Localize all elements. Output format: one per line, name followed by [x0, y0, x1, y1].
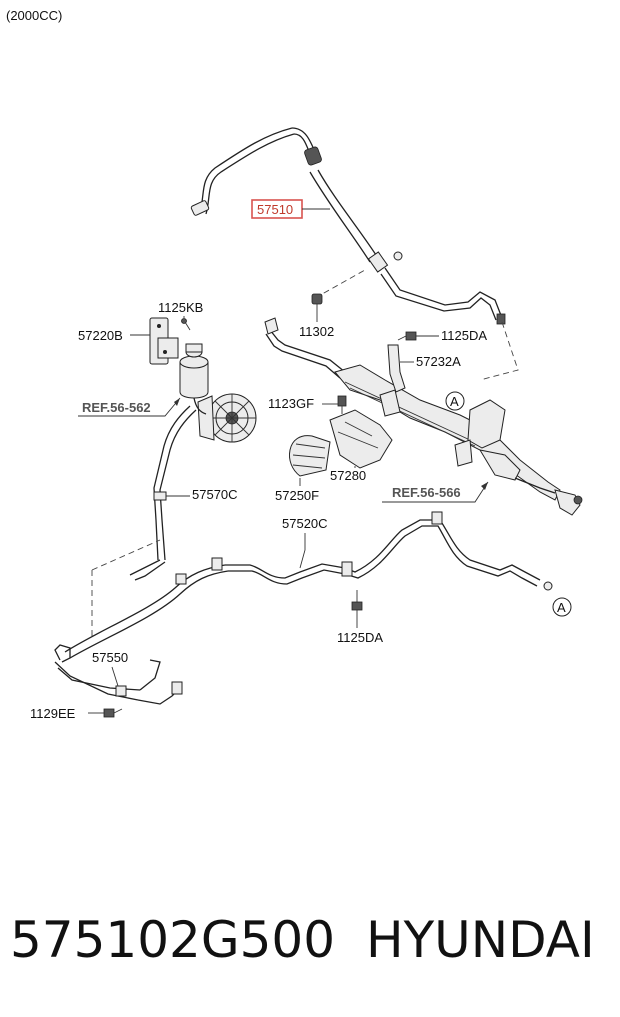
pressure-hose-57510[interactable] — [190, 127, 506, 325]
engine-variant-label: (2000CC) — [6, 8, 62, 23]
label-57220B[interactable]: 57220B — [78, 328, 123, 343]
return-tube-57550[interactable] — [54, 559, 229, 705]
label-57520C[interactable]: 57520C — [282, 516, 328, 531]
label-1125DA-bottom[interactable]: 1125DA — [337, 630, 383, 645]
brand-caption: HYUNDAI — [366, 911, 595, 969]
label-57280[interactable]: 57280 — [330, 468, 366, 483]
callout-a-top[interactable]: A — [445, 391, 465, 411]
label-ref-566[interactable]: REF.56-566 — [392, 485, 461, 500]
power-steering-pump[interactable] — [193, 393, 257, 443]
callout-a-bottom-text: A — [557, 600, 566, 615]
label-57250F[interactable]: 57250F — [275, 488, 319, 503]
bolt-1123GF[interactable] — [337, 395, 347, 414]
parts-diagram: (2000CC) 57510 11302 1125KB 57220B — [6, 8, 583, 721]
label-1125KB[interactable]: 1125KB — [158, 300, 203, 315]
bolt-1129EE[interactable] — [103, 708, 123, 718]
label-57550[interactable]: 57550 — [92, 650, 128, 665]
label-1125DA-top[interactable]: 1125DA — [441, 328, 487, 343]
leader-57550 — [111, 666, 119, 687]
label-11302[interactable]: 11302 — [299, 324, 334, 339]
dashed-connector-11302 — [314, 269, 366, 299]
leader-57520C — [299, 533, 306, 569]
label-57510[interactable]: 57510 — [257, 202, 293, 217]
arrow-ref-566 — [481, 482, 488, 490]
steering-gear-assembly[interactable] — [264, 317, 583, 516]
reservoir-tank[interactable] — [179, 343, 209, 399]
clip-11302[interactable] — [311, 293, 323, 305]
dashed-connector-left-2 — [91, 539, 161, 571]
callout-a-top-text: A — [450, 394, 459, 409]
heat-shield-57280[interactable] — [329, 409, 393, 469]
bolt-1125DA-bottom[interactable] — [351, 590, 363, 611]
label-57570C[interactable]: 57570C — [192, 487, 238, 502]
dashed-connector-right — [479, 321, 519, 381]
bracket-57220B[interactable] — [149, 317, 179, 365]
label-ref-562[interactable]: REF.56-562 — [82, 400, 151, 415]
dust-cover-57250F[interactable] — [289, 435, 331, 477]
bracket-57232A[interactable] — [387, 344, 406, 393]
bolt-1125DA-top[interactable] — [397, 331, 417, 341]
part-number-caption: 575102G500 — [10, 911, 336, 969]
label-1123GF[interactable]: 1123GF — [268, 396, 314, 411]
callout-a-bottom[interactable]: A — [552, 597, 572, 617]
label-1129EE[interactable]: 1129EE — [30, 706, 76, 721]
arrow-ref-562 — [174, 398, 180, 406]
return-hose-57570C[interactable] — [153, 405, 197, 561]
label-57232A[interactable]: 57232A — [416, 354, 461, 369]
bolt-1125KB[interactable] — [181, 318, 191, 331]
leader-ref-562 — [78, 397, 181, 417]
cooler-tube-57520C[interactable] — [175, 511, 553, 591]
